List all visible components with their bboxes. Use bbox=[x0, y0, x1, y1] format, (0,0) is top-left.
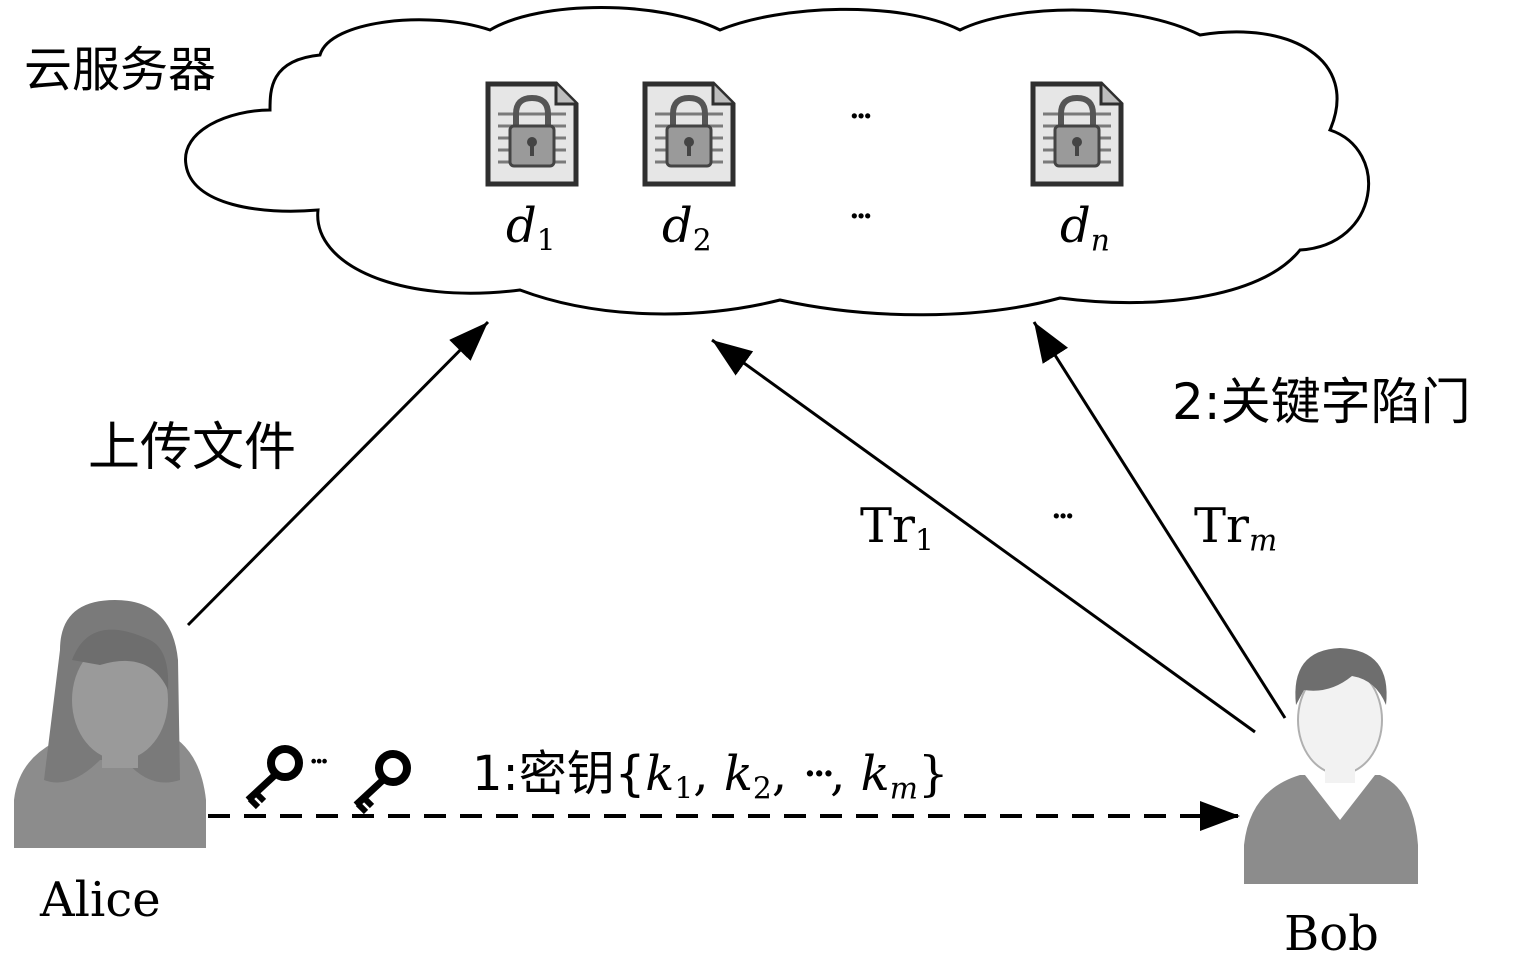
key-transfer-label: 1:密钥{k1, k2, ···, km} bbox=[472, 746, 949, 807]
doc-label-n: dn bbox=[1060, 198, 1110, 259]
trapdoor-label: 2:关键字陷门 bbox=[1172, 373, 1471, 431]
locked-document-icon-2 bbox=[645, 84, 733, 184]
doc-label-2: d2 bbox=[662, 198, 712, 259]
doc-label-1: d1 bbox=[506, 198, 556, 259]
key-icon-2 bbox=[353, 750, 411, 815]
doc-ellipsis-top: ··· bbox=[848, 94, 874, 140]
key-icons-ellipsis: ··· bbox=[308, 742, 330, 783]
upload-arrow bbox=[186, 320, 490, 627]
trapdoor-arrow-1 bbox=[711, 338, 1256, 734]
upload-label: 上传文件 bbox=[88, 418, 297, 478]
bob-name: Bob bbox=[1284, 906, 1379, 962]
trapdoor-tr1-label: Tr1 bbox=[860, 498, 934, 559]
cloud-server-title: 云服务器 bbox=[24, 42, 217, 98]
key-icon-1 bbox=[245, 745, 303, 810]
bob-avatar bbox=[1244, 648, 1418, 884]
trapdoor-trm-label: Trm bbox=[1194, 498, 1278, 559]
cloud-shape bbox=[184, 6, 1371, 317]
locked-document-icon-1 bbox=[488, 84, 576, 184]
trapdoor-ellipsis: ··· bbox=[1050, 494, 1076, 540]
locked-document-icon-n bbox=[1033, 84, 1121, 184]
doc-ellipsis-bottom: ··· bbox=[848, 194, 874, 240]
alice-name: Alice bbox=[40, 872, 161, 928]
trapdoor-arrow-m bbox=[1032, 321, 1287, 719]
alice-avatar bbox=[14, 600, 206, 848]
